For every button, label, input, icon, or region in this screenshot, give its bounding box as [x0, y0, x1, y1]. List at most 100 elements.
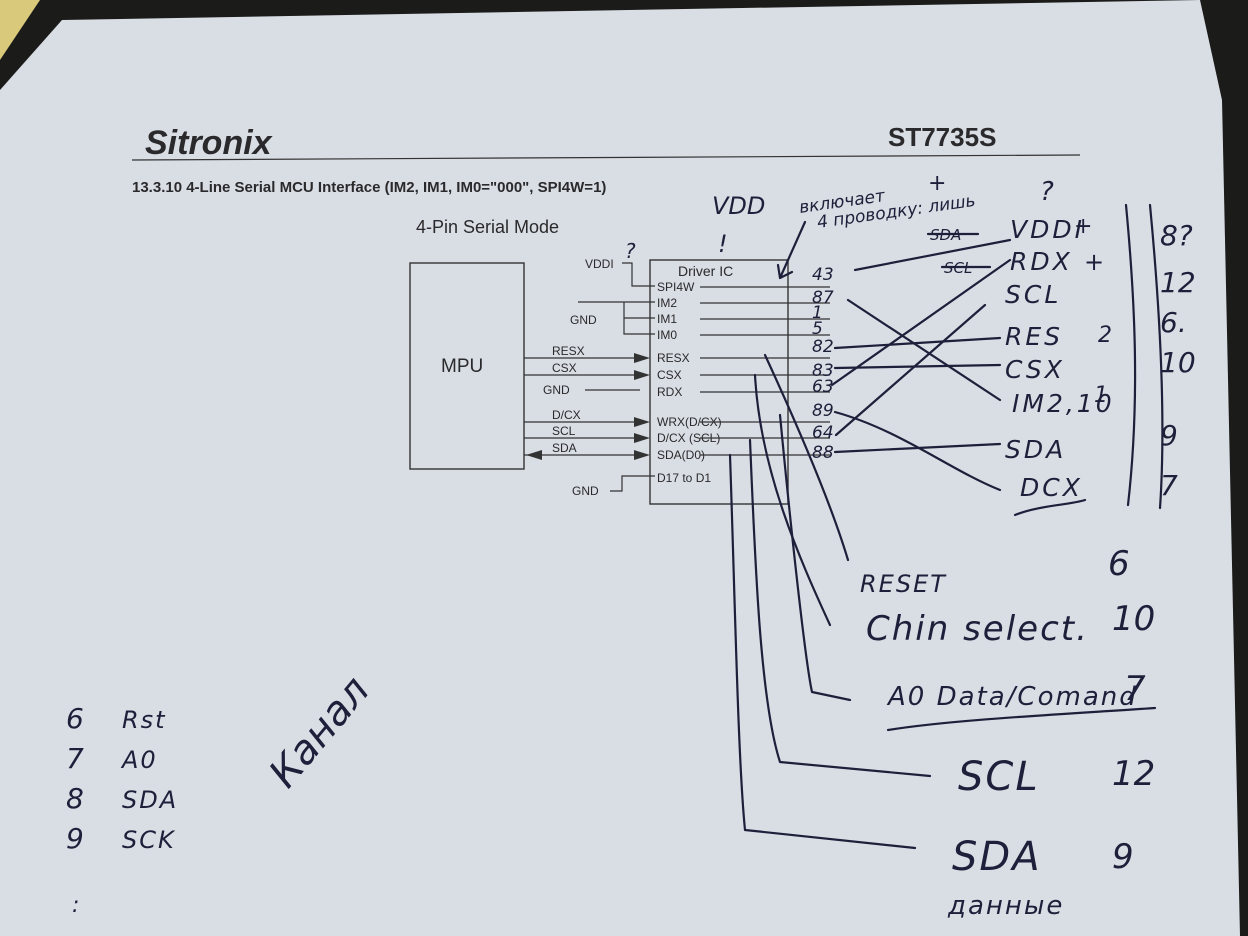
driver-pin-7: WRX(D/CX) — [657, 415, 722, 429]
pin-to-label-wires — [833, 336, 1002, 492]
hand-bottom-number-1: 10 — [1112, 599, 1155, 639]
hand-right-column-5: 7 — [1160, 469, 1178, 502]
driver-pin-3: IM0 — [657, 328, 677, 342]
vdd-exclamation: ! — [718, 230, 728, 258]
a0-wire — [778, 413, 852, 702]
crossing-wires — [830, 238, 1012, 437]
mark-plus-rdx: + — [1084, 248, 1104, 276]
mark-one-im: 1 — [1094, 383, 1108, 408]
mpu-signal-0: RESX — [552, 344, 585, 358]
driver-pin-5: CSX — [657, 368, 682, 382]
driver-pin-4: RESX — [657, 351, 690, 365]
hand-right-label-1: RDX — [1010, 247, 1073, 276]
hand-bottom-number-2: 7 — [1124, 669, 1146, 709]
mpu-signal-arrow-0 — [634, 353, 650, 363]
driver-pin-0: SPI4W — [657, 280, 695, 294]
mpu-signal-arrow-2 — [634, 417, 650, 427]
vdd-note: VDD — [712, 192, 765, 220]
hand-bottom-label-3: SCL — [958, 754, 1040, 800]
hand-bottom-label-1: Chin select. — [866, 609, 1089, 649]
hand-pin-number-9: 88 — [812, 443, 834, 463]
hand-pin-number-5: 83 — [812, 361, 834, 381]
brand-logo: Sitronix — [145, 124, 274, 162]
hand-right-label-0: VDDI — [1010, 215, 1085, 244]
left-list-number-0: 6 — [66, 702, 84, 735]
hand-pin-number-7: 89 — [812, 401, 834, 421]
mode-title: 4-Pin Serial Mode — [416, 217, 559, 237]
gnd-label-2: GND — [543, 383, 570, 397]
hand-pin-number-8: 64 — [812, 423, 834, 443]
scl-wire — [748, 438, 932, 778]
left-list-text-1: A0 — [120, 746, 158, 774]
hand-pin-number-1: 87 — [812, 288, 834, 308]
right-column-brackets — [1124, 203, 1164, 510]
reset-wire — [763, 353, 850, 562]
hand-pin-number-4: 82 — [812, 337, 834, 357]
underlines — [886, 498, 1157, 732]
mpu-signal-1: CSX — [552, 361, 577, 375]
left-list-text-0: Rst — [122, 706, 167, 734]
hand-bottom-label-4: SDA — [952, 834, 1042, 880]
hand-right-label-4: CSX — [1005, 355, 1065, 384]
hand-bottom-number-3: 12 — [1112, 754, 1155, 794]
hand-right-label-7: DCX — [1020, 473, 1083, 502]
left-list-colon: : — [72, 893, 79, 918]
hand-right-column-3: 10 — [1160, 346, 1196, 379]
hand-right-label-2: SCL — [1005, 280, 1061, 309]
left-list-text-3: SCK — [122, 826, 176, 854]
hand-bottom-number-0: 6 — [1108, 544, 1130, 584]
mark-plus-vddi: + — [1074, 214, 1092, 239]
left-list-text-2: SDA — [122, 786, 178, 814]
driver-pin-1: IM2 — [657, 296, 677, 310]
header-rule — [131, 154, 1081, 161]
mpu-label: MPU — [441, 356, 483, 377]
hand-pin-number-6: 63 — [812, 377, 834, 397]
driver-pin-8: D/CX (SCL) — [657, 431, 720, 445]
mpu-signal-3: SCL — [552, 424, 576, 438]
driver-ic-box — [649, 259, 789, 505]
mpu-signal-arrow-3 — [634, 433, 650, 443]
driver-pin-2: IM1 — [657, 312, 677, 326]
note-plus: + — [928, 171, 946, 196]
gnd-wire-data — [610, 475, 655, 492]
hand-pin-number-0: 43 — [812, 265, 834, 285]
mark-two-res: 2 — [1098, 323, 1112, 348]
hand-bottom-number-4: 9 — [1112, 837, 1134, 877]
hand-right-label-5: IM2,10 — [1012, 389, 1115, 418]
driver-pin-9: SDA(D0) — [657, 448, 705, 462]
hand-pin-number-3: 5 — [812, 319, 823, 339]
hand-bottom-label-0: RESET — [860, 570, 947, 598]
ink-strokes — [728, 203, 1164, 850]
left-list-number-1: 7 — [66, 742, 84, 775]
gnd-label-1: GND — [570, 313, 597, 327]
mpu-sda-back-arrow — [526, 450, 542, 460]
driver-pin-6: RDX — [657, 385, 682, 399]
hand-bottom-label-5: данные — [947, 891, 1064, 921]
hand-bottom-label-2: A0 Data/Comand — [886, 682, 1138, 712]
right-question-mark: ? — [1040, 177, 1054, 207]
vddi-label: VDDI — [585, 257, 614, 271]
yellow-note-corner — [0, 0, 40, 60]
left-list-number-2: 8 — [66, 782, 84, 815]
arrow-to-driver-ic — [776, 220, 807, 280]
hand-right-column-2: 6. — [1160, 306, 1187, 339]
driver-pin-10: D17 to D1 — [657, 471, 711, 485]
hand-pin-number-2: 1 — [812, 303, 823, 323]
chip-select-wire — [753, 373, 832, 627]
driver-ic-label: Driver IC — [678, 263, 733, 279]
hand-right-label-6: SDA — [1005, 435, 1066, 464]
gnd-label-3: GND — [572, 484, 599, 498]
left-list-number-3: 9 — [66, 822, 84, 855]
hand-right-column-0: 8? — [1160, 219, 1193, 252]
mpu-signal-4: SDA — [552, 441, 577, 455]
hand-right-column-1: 12 — [1160, 266, 1196, 299]
vddi-question-mark: ? — [625, 239, 636, 263]
mpu-box — [409, 262, 525, 470]
gnd-wire-im — [578, 301, 655, 335]
